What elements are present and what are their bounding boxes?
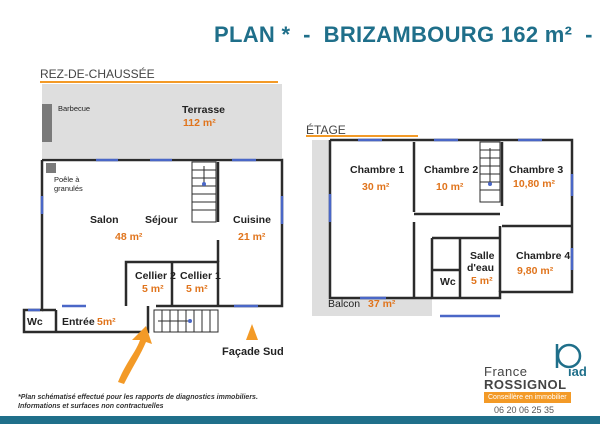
- entree-area: 5m²: [97, 316, 116, 328]
- ground-floor-heading: REZ-DE-CHAUSSÉE: [40, 67, 155, 81]
- iad-logo-mark: [555, 343, 582, 369]
- cellier2-area: 5 m²: [142, 283, 164, 295]
- upper-floor-heading: ÉTAGE: [306, 123, 346, 137]
- brand-line1: France: [484, 364, 528, 379]
- salle-label-line2: d'eau: [467, 262, 495, 274]
- terrasse-area: 112 m²: [183, 117, 216, 129]
- cellier2-label: Cellier 2: [135, 270, 176, 282]
- terrasse-label: Terrasse: [182, 104, 226, 116]
- facade-arrow: [246, 324, 258, 340]
- poele-label-line1: Poêle à: [54, 175, 80, 184]
- salon-label: Salon: [90, 214, 119, 226]
- footnote-line2: Informations et surfaces non contractuel…: [18, 403, 164, 410]
- chambre3-label: Chambre 3: [509, 164, 564, 176]
- cuisine-label: Cuisine: [233, 214, 271, 226]
- terrace-area: [42, 84, 282, 158]
- barbecue-block: [42, 104, 52, 142]
- brand-tagline: Conseillère en immobilier: [484, 392, 571, 403]
- upper-floor-underline: [306, 135, 418, 137]
- entrance-arrow: [118, 326, 152, 384]
- barbecue-label: Barbecue: [58, 104, 91, 113]
- footnote: *Plan schématisé effectué pour les rappo…: [18, 393, 258, 411]
- sejour-label: Séjour: [145, 214, 178, 226]
- brand-phone: 06 20 06 25 35: [494, 405, 555, 415]
- chambre4-area: 9,80 m²: [517, 265, 554, 277]
- cuisine-area: 21 m²: [238, 231, 266, 243]
- plan-title: PLAN * - BRIZAMBOURG 162 m² -: [214, 22, 593, 47]
- facade-label: Façade Sud: [222, 346, 284, 358]
- entree-label: Entrée: [62, 316, 95, 328]
- balcon-label: Balcon: [328, 298, 361, 310]
- chambre3-area: 10,80 m²: [513, 178, 556, 190]
- chambre2-label: Chambre 2: [424, 164, 479, 176]
- ground-floor-walls: [22, 158, 284, 334]
- cellier1-label: Cellier 1: [180, 270, 221, 282]
- upper-floor-walls: [328, 138, 574, 300]
- stove-block: [46, 163, 56, 173]
- cellier1-area: 5 m²: [186, 283, 208, 295]
- salle-area: 5 m²: [471, 275, 493, 287]
- ground-floor-underline: [40, 81, 278, 83]
- wc-ground-label: Wc: [27, 316, 43, 328]
- upper-stairs: [479, 141, 501, 203]
- iad-logo-text: iad: [568, 364, 587, 379]
- upper-windows: [328, 138, 574, 318]
- sejour-area: 48 m²: [115, 231, 143, 243]
- brand-line2: ROSSIGNOL: [484, 377, 567, 392]
- salle-label-line1: Salle: [470, 250, 495, 262]
- footnote-line1: *Plan schématisé effectué pour les rappo…: [18, 394, 258, 401]
- poele-label-line2: granulés: [54, 184, 83, 193]
- chambre4-label: Chambre 4: [516, 250, 571, 262]
- chambre1-area: 30 m²: [362, 181, 390, 193]
- chambre2-area: 10 m²: [436, 181, 464, 193]
- chambre1-label: Chambre 1: [350, 164, 405, 176]
- ground-windows: [28, 158, 284, 312]
- bottom-bar: [0, 416, 600, 424]
- balcon-area: 37 m²: [368, 298, 396, 310]
- wc-upper-label: Wc: [440, 276, 456, 288]
